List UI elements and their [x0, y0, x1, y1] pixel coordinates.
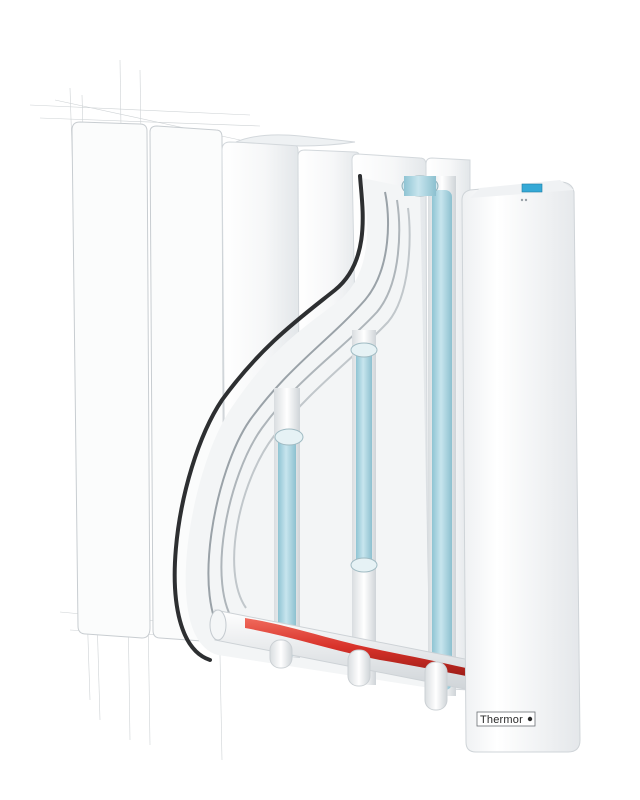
control-display-icon: [521, 183, 543, 193]
ghost-panels: [71, 121, 225, 643]
brand-logo-text: Thermor: [480, 714, 523, 726]
thermor-logo-icon: Thermor: [476, 711, 536, 727]
bottom-pipe: [209, 609, 471, 711]
heating-element: [245, 618, 466, 676]
control-box: Thermor: [461, 180, 581, 753]
vertical-pipes: [274, 175, 456, 696]
